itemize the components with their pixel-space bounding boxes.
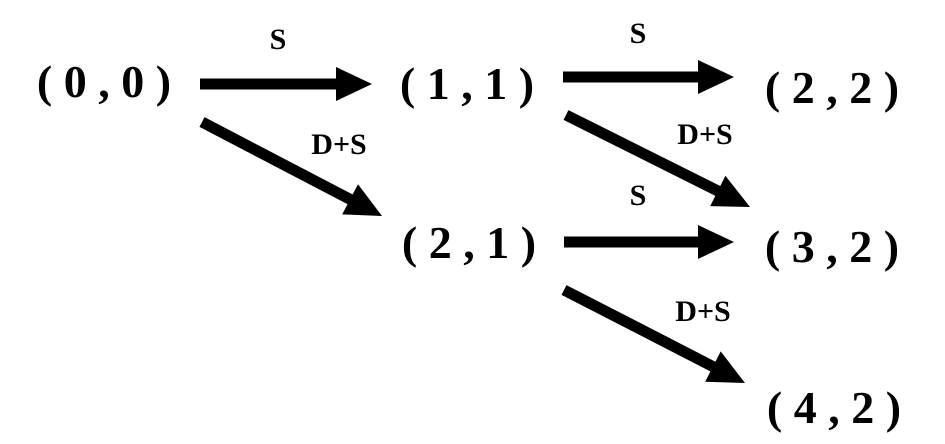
node-3-2: ( 3 , 2 ) [764,221,900,272]
arrow-head [342,184,382,216]
arrow-head [710,175,750,207]
edge-label-1-1-to-2-2: S [629,17,647,50]
arrow-head [705,351,745,383]
arrow-1-1-to-2-2 [563,60,734,94]
arrow-2-1-to-3-2 [564,225,734,259]
arrow-shaft [563,110,723,197]
arrow-0-0-to-2-1 [199,117,382,216]
arrow-1-1-to-3-2 [563,110,750,207]
edge-label-2-1-to-3-2: S [629,179,647,212]
edge-label-1-1-to-3-2: D+S [677,118,733,151]
arrow-0-0-to-1-1 [200,67,372,101]
node-2-2: ( 2 , 2 ) [764,62,900,113]
arrow-shaft [561,285,718,373]
arrow-head [698,60,734,94]
edge-label-0-0-to-1-1: S [269,23,287,56]
edge-label-0-0-to-2-1: D+S [311,128,367,161]
node-2-1: ( 2 , 1 ) [401,217,537,268]
arrow-head [336,67,372,101]
arrow-shaft [199,117,355,206]
edge-label-2-1-to-4-2: D+S [675,295,731,328]
node-4-2: ( 4 , 2 ) [766,382,902,433]
node-1-1: ( 1 , 1 ) [399,58,535,109]
node-0-0: ( 0 , 0 ) [36,56,172,107]
arrow-2-1-to-4-2 [561,285,745,383]
arrow-head [698,225,734,259]
